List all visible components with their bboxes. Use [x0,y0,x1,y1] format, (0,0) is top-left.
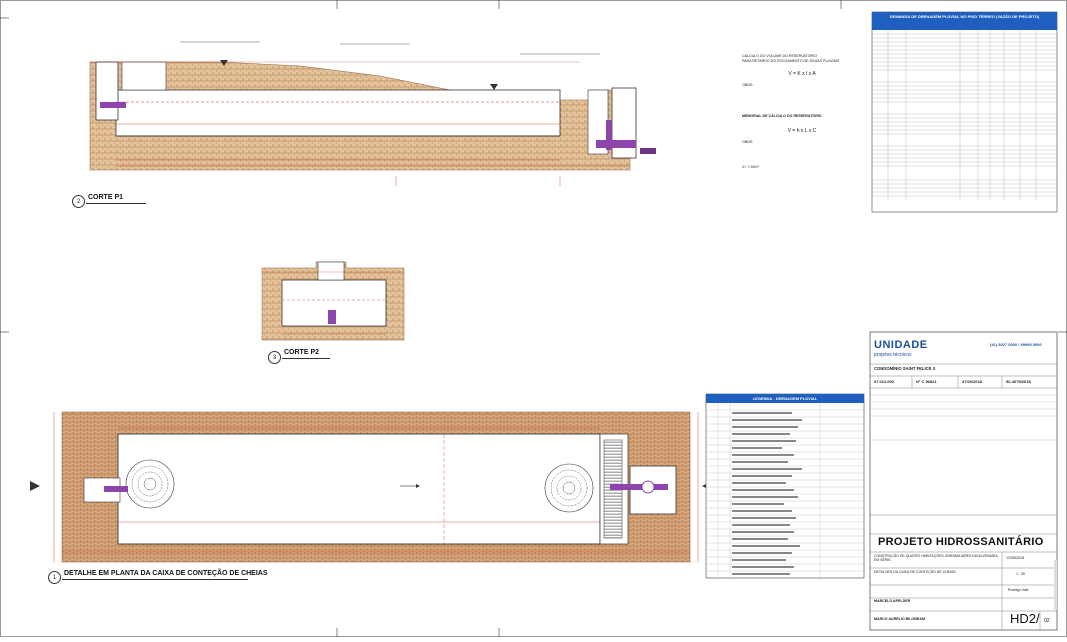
calc-memorial: MEMORIAL DE CÁLCULO DO RESERVATÓRIO [742,114,822,118]
drawing-scale: 1 : 30 [1016,572,1025,576]
code-1: 07.012.002 [874,379,895,384]
sheet-total: 02 [1044,618,1050,624]
company-logo-subtitle: projetos técnicos [874,352,912,358]
section-p2-drawing [261,261,405,341]
sheet-number: HD2/ [1010,611,1040,626]
reservoir-calculation-notes: CÁLCULO DO VOLUME DO RESERVATÓRIO PARA R… [742,54,862,170]
legend-table-title: LEGENDA - DRENAGEM PLUVIAL [752,396,818,401]
calc-formula-2: V = h x L x C [787,128,817,134]
calc-formula-1: V = K x I x A [788,71,816,77]
view-title-corte-p2: CORTE P2 [284,349,320,356]
calc-result: V= 7,92m³ [742,165,759,169]
section-p1-drawing [89,41,656,186]
calc-heading: CÁLCULO DO VOLUME DO RESERVATÓRIO [742,54,817,58]
drawn-by: Rodrigo Vale [1008,588,1029,592]
issue-date: 12/05/2018 [1006,556,1024,560]
plan-drawing [30,411,712,563]
sheet-detail: DETALHES DA CAIXA DE CONTEÇÃO DE CHEIAS [874,570,956,574]
calc-subheading: PARA RETARDO DO ESCOAMENTO DE ÁGUAS PLUV… [742,59,840,63]
demand-table-title: DEMANDA DE DRENAGEM PLUVIAL NO PISO TÉRR… [889,14,1040,19]
view-title-planta: DETALHE EM PLANTA DA CAIXA DE CONTEÇÃO D… [64,570,268,577]
calc-onde-1: ONDE: [742,83,754,87]
client-name: CONDOMÍNIO SAINT FELICE X [874,366,936,371]
calc-onde-2: ONDE: [742,140,754,144]
project-description: CONSTRUÇÃO DE QUATRO HABITAÇÕES UNIFAMIL… [874,554,998,563]
view-number-corte-p2: 3 [268,351,281,364]
view-title-underline [86,203,146,204]
author-1: MARCELO APELDER [874,599,911,603]
author-2: MARCO AURÉLIO BILOBRAM [874,617,925,621]
view-number-planta: 1 [48,571,61,584]
view-number-corte-p1: 2 [72,195,85,208]
title-block-frame [869,331,1058,631]
demand-table-grid [871,11,1058,213]
code-2: Nº C 96821 [916,379,937,384]
view-title-underline [62,579,248,580]
view-title-corte-p1: CORTE P1 [88,194,124,201]
legend-table-grid [705,393,865,579]
company-phone: (41) 3027 0000 / 99999 0000 [990,342,1042,347]
date-1: 47/20/2018 [962,379,983,384]
project-title: PROJETO HIDROSSANITÁRIO [878,536,1044,548]
code-3: 90-4679/2018 [1006,379,1031,384]
view-title-underline [282,358,330,359]
company-logo: UNIDADE [874,339,928,351]
